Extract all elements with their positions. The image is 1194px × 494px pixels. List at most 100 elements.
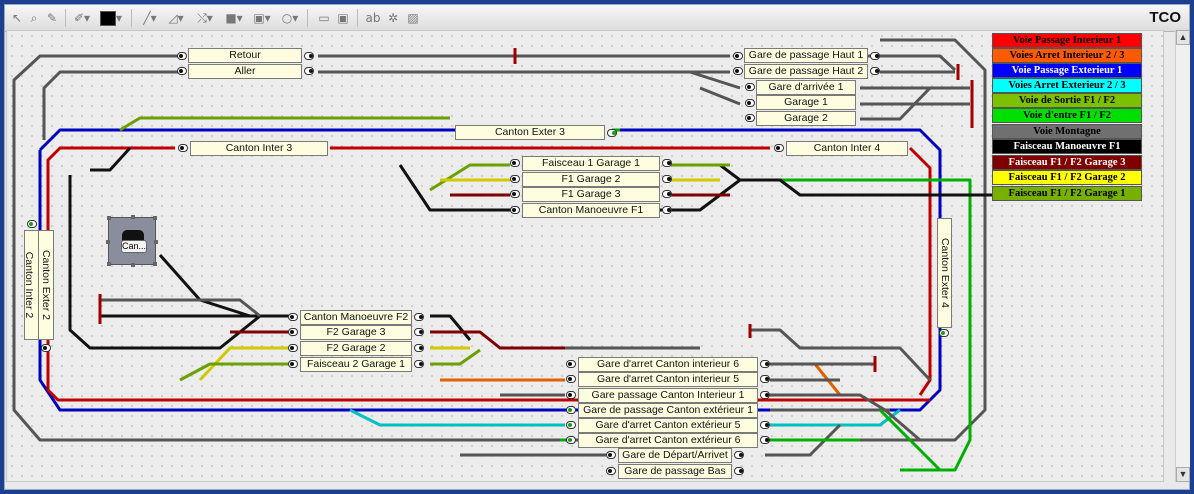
block-canton-exter-3[interactable]: Canton Exter 3 bbox=[455, 125, 605, 140]
signal-gace5-right[interactable] bbox=[760, 421, 770, 429]
signal-gaci6-right[interactable] bbox=[760, 360, 770, 368]
label-tool-icon[interactable]: ▣ bbox=[337, 11, 349, 25]
signal-cmf1-left[interactable] bbox=[510, 206, 520, 214]
signal-cmf1-right[interactable] bbox=[662, 206, 672, 214]
signal-f2g2-right[interactable] bbox=[414, 344, 424, 352]
signal-f2g3-left[interactable] bbox=[288, 328, 298, 336]
signal-gpci1-right[interactable] bbox=[760, 391, 770, 399]
signal-gpce1-left[interactable] bbox=[566, 406, 576, 414]
signal-garage2-left[interactable] bbox=[745, 114, 755, 122]
track-garages-haut bbox=[689, 54, 970, 121]
signal-tool-icon[interactable]: ✲ bbox=[387, 11, 399, 25]
block-f1-garage-2[interactable]: F1 Garage 2 bbox=[522, 172, 660, 187]
fill-gray-icon[interactable]: ■▾ bbox=[225, 11, 243, 25]
ellipse-icon[interactable]: ○▾ bbox=[281, 11, 299, 25]
signal-fs2g1-right[interactable] bbox=[414, 360, 424, 368]
signal-gpb-left[interactable] bbox=[606, 467, 616, 475]
block-gare-passage-canton-exterieur-1[interactable]: Gare de passage Canton extérieur 1 bbox=[578, 403, 758, 418]
draw-rectangle-icon[interactable]: ◿▾ bbox=[168, 11, 184, 25]
signal-f2g3-right[interactable] bbox=[414, 328, 424, 336]
signal-cext2-bottom[interactable] bbox=[41, 344, 51, 352]
image-tool-icon[interactable]: ▨ bbox=[407, 11, 419, 25]
signal-gaci6-left[interactable] bbox=[566, 360, 576, 368]
signal-f1g1-left[interactable] bbox=[510, 159, 520, 167]
abc-tool-icon[interactable]: ab bbox=[365, 11, 381, 25]
signal-gpci1-left[interactable] bbox=[566, 391, 576, 399]
block-canton-manoeuvre-f1[interactable]: Canton Manoeuvre F1 bbox=[522, 203, 660, 218]
signal-garr1-left[interactable] bbox=[745, 83, 755, 91]
block-f2-garage-3[interactable]: F2 Garage 3 bbox=[300, 325, 412, 340]
signal-gph2-left[interactable] bbox=[733, 67, 743, 75]
signal-f1g3-right[interactable] bbox=[662, 190, 672, 198]
block-gare-arret-canton-interieur-6[interactable]: Gare d'arret Canton interieur 6 bbox=[578, 357, 758, 372]
signal-gaci5-right[interactable] bbox=[760, 375, 770, 383]
signal-f2g2-left[interactable] bbox=[288, 344, 298, 352]
fill-color-icon[interactable]: ▾ bbox=[97, 10, 125, 26]
signal-gaci5-left[interactable] bbox=[566, 375, 576, 383]
signal-cmf2-left[interactable] bbox=[288, 313, 298, 321]
draw-track-icon[interactable]: ⤭▾ bbox=[197, 11, 213, 25]
block-aller[interactable]: Aller bbox=[188, 64, 302, 79]
signal-f1g3-left[interactable] bbox=[510, 190, 520, 198]
signal-cint4-left[interactable] bbox=[774, 144, 784, 152]
select-arrow-icon[interactable]: ↖ bbox=[11, 11, 23, 25]
block-gare-passage-haut-1[interactable]: Gare de passage Haut 1 bbox=[744, 48, 868, 63]
text-tool-icon[interactable]: ▭ bbox=[318, 11, 330, 25]
block-faisceau-1-garage-1[interactable]: Faisceau 1 Garage 1 bbox=[522, 156, 660, 171]
signal-gda-left[interactable] bbox=[606, 451, 616, 459]
block-garage-1[interactable]: Garage 1 bbox=[756, 95, 856, 110]
scroll-down-button[interactable]: ▼ bbox=[1176, 467, 1190, 482]
signal-aller-right[interactable] bbox=[304, 67, 314, 75]
signal-gda-right[interactable] bbox=[734, 451, 744, 459]
block-f2-garage-2[interactable]: F2 Garage 2 bbox=[300, 341, 412, 356]
block-gare-arret-canton-exterieur-6[interactable]: Gare d'arret Canton extérieur 6 bbox=[578, 433, 758, 448]
signal-cext3-right[interactable] bbox=[607, 129, 617, 137]
signal-gace6-left[interactable] bbox=[566, 436, 576, 444]
block-garage-2[interactable]: Garage 2 bbox=[756, 111, 856, 126]
block-gare-arret-canton-interieur-5[interactable]: Gare d'arret Canton interieur 5 bbox=[578, 372, 758, 387]
vertical-scrollbar[interactable]: ▲ ▼ bbox=[1175, 30, 1190, 482]
paint-icon[interactable]: ✐▾ bbox=[73, 11, 91, 25]
signal-cint2-top[interactable] bbox=[27, 220, 37, 228]
draw-line-icon[interactable]: ╱▾ bbox=[143, 11, 157, 25]
legend-item-voie-montagne: Voie Montagne bbox=[992, 124, 1142, 139]
pencil-icon[interactable]: ✎ bbox=[46, 11, 58, 25]
block-gare-passage-haut-2[interactable]: Gare de passage Haut 2 bbox=[744, 64, 868, 79]
signal-gph1-left[interactable] bbox=[733, 52, 743, 60]
select-zoom-icon[interactable]: ⌕ bbox=[30, 11, 38, 25]
signal-fs2g1-left[interactable] bbox=[288, 360, 298, 368]
block-gare-arrivee-1[interactable]: Gare d'arrivée 1 bbox=[756, 80, 856, 95]
signal-cint3-left[interactable] bbox=[178, 144, 188, 152]
signal-garage1-left[interactable] bbox=[745, 99, 755, 107]
signal-gace6-right[interactable] bbox=[760, 436, 770, 444]
signal-f1g2-left[interactable] bbox=[510, 175, 520, 183]
block-gare-depart-arrivet[interactable]: Gare de Départ/Arrivet bbox=[618, 448, 732, 463]
scroll-up-button[interactable]: ▲ bbox=[1176, 30, 1190, 45]
block-gare-arret-canton-exterieur-5[interactable]: Gare d'arret Canton extérieur 5 bbox=[578, 418, 758, 433]
signal-retour-right[interactable] bbox=[304, 52, 314, 60]
block-canton-manoeuvre-f2[interactable]: Canton Manoeuvre F2 bbox=[300, 310, 412, 325]
block-canton-exter-2[interactable]: Canton Exter 2 bbox=[39, 230, 54, 340]
block-canton-inter-2[interactable]: Canton Inter 2 bbox=[23, 230, 39, 340]
block-gare-passage-canton-interieur-1[interactable]: Gare passage Canton Interieur 1 bbox=[578, 388, 758, 403]
signal-retour-left[interactable] bbox=[177, 52, 187, 60]
signal-gph2-right[interactable] bbox=[870, 67, 880, 75]
signal-cmf2-right[interactable] bbox=[414, 313, 424, 321]
signal-f1g2-right[interactable] bbox=[662, 175, 672, 183]
block-faisceau-2-garage-1[interactable]: Faisceau 2 Garage 1 bbox=[300, 357, 412, 372]
signal-gace5-left[interactable] bbox=[566, 421, 576, 429]
signal-cext4-bottom[interactable] bbox=[939, 329, 949, 337]
signal-gpb-right[interactable] bbox=[734, 467, 744, 475]
block-retour[interactable]: Retour bbox=[188, 48, 302, 63]
block-canton-inter-3[interactable]: Canton Inter 3 bbox=[190, 141, 328, 156]
signal-gph1-right[interactable] bbox=[870, 52, 880, 60]
block-canton-inter-4[interactable]: Canton Inter 4 bbox=[786, 141, 908, 156]
frame-icon[interactable]: ▣▾ bbox=[253, 11, 271, 25]
control-block[interactable]: Can... bbox=[106, 215, 158, 267]
block-f1-garage-3[interactable]: F1 Garage 3 bbox=[522, 187, 660, 202]
block-canton-exter-4[interactable]: Canton Exter 4 bbox=[937, 218, 952, 328]
block-gare-passage-bas[interactable]: Gare de passage Bas bbox=[618, 464, 732, 479]
signal-f1g1-right[interactable] bbox=[662, 159, 672, 167]
signal-aller-left[interactable] bbox=[177, 67, 187, 75]
